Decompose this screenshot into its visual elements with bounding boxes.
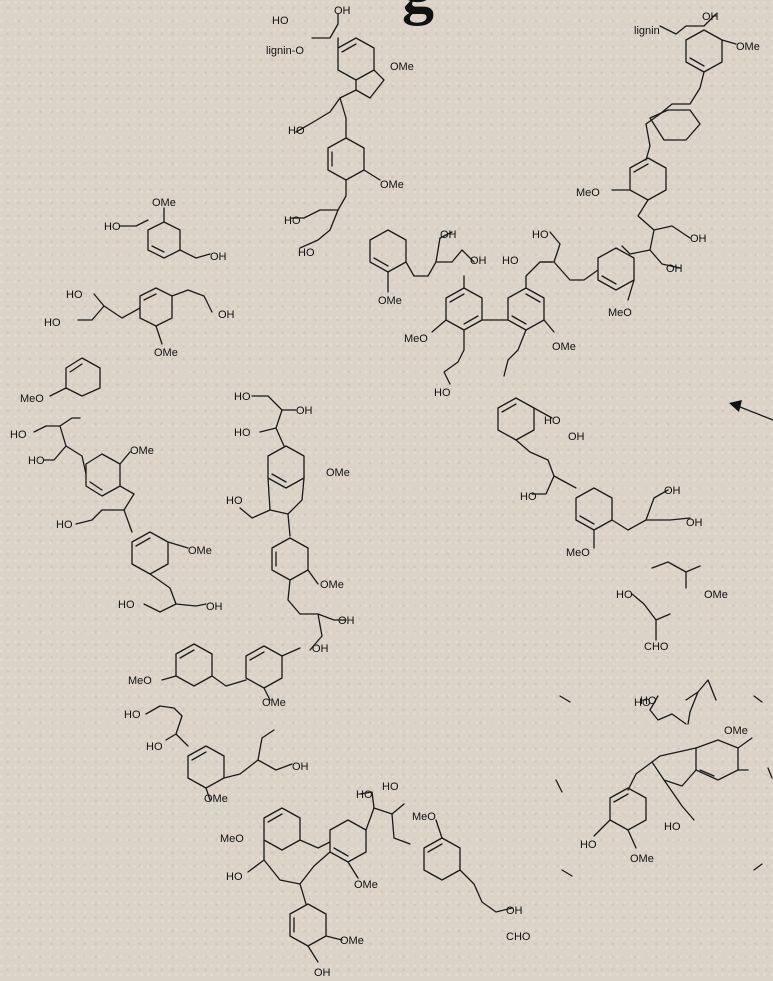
unit-right-center (539, 231, 635, 301)
label-ome: OMe (154, 347, 178, 359)
label-ome: OMe (262, 697, 286, 709)
label-ome: OMe (380, 179, 404, 191)
label-oh: OH (470, 255, 487, 267)
label-ho: HO (146, 741, 163, 753)
label-ho: HO (288, 125, 305, 137)
label-meo: MeO (220, 833, 244, 845)
label-ome: OMe (130, 445, 154, 457)
label-meo: MeO (404, 333, 428, 345)
unit-top-right (611, 13, 737, 269)
label-oh: OH (664, 485, 681, 497)
label-ho: HO (28, 455, 45, 467)
label-ome: OMe (704, 589, 728, 601)
label-ho: HO (124, 709, 141, 721)
unit-center-biphenyl (369, 229, 555, 385)
label-ome: OMe (320, 579, 344, 591)
unit-middle-lower (497, 397, 691, 549)
label-oh: OH (338, 615, 355, 627)
label-ome: OMe (326, 467, 350, 479)
arrow-icon (729, 400, 773, 421)
unit-left-middle (33, 417, 207, 613)
label-ome: OMe (552, 341, 576, 353)
label-meo: MeO (128, 675, 152, 687)
label-ho: HO (226, 495, 243, 507)
label-oh: OH (690, 233, 707, 245)
label-cho: CHO (644, 641, 669, 653)
label-ome: OMe (204, 793, 228, 805)
label-oh: OH (296, 405, 313, 417)
label-ome: OMe (354, 879, 378, 891)
label-oh: OH (206, 601, 223, 613)
label-oh: OH (702, 11, 719, 23)
label-ome: OMe (152, 197, 176, 209)
label-ho: HO (298, 247, 315, 259)
label-ome: OMe (188, 545, 212, 557)
label-meo: MeO (412, 811, 436, 823)
label-oh: OH (506, 905, 523, 917)
label-oh: OH (312, 643, 329, 655)
label-ho: HO (10, 429, 27, 441)
label-oh: OH (686, 517, 703, 529)
label-ho: HO (284, 215, 301, 227)
label-ho: HO (502, 255, 519, 267)
label-oh: OH (568, 431, 585, 443)
label-ho: HO (664, 821, 681, 833)
unit-center-left (239, 395, 347, 651)
unit-lower-left (145, 643, 301, 801)
atom-labels: OH HO lignin-O OMe HO OMe HO HO OH OH HO… (10, 5, 760, 979)
label-ho: HO (226, 871, 243, 883)
label-oh: OH (440, 229, 457, 241)
label-ho: HO (66, 289, 83, 301)
label-ho: HO (520, 491, 537, 503)
label-ho: HO (234, 427, 251, 439)
label-ho: HO (634, 697, 651, 709)
label-ho: HO (382, 781, 399, 793)
label-meo: MeO (20, 393, 44, 405)
label-ome: OMe (630, 853, 654, 865)
unit-top-center (289, 13, 385, 249)
label-ho: HO (356, 789, 373, 801)
label-lignin: lignin (634, 25, 660, 37)
label-ho: HO (616, 589, 633, 601)
label-ho: HO (234, 391, 251, 403)
label-ho: HO (272, 15, 289, 27)
label-ho: HO (532, 229, 549, 241)
unit-left-upper (49, 207, 213, 397)
unit-bottom-center (247, 791, 513, 963)
label-meo: MeO (566, 547, 590, 559)
label-oh: OH (334, 5, 351, 17)
label-oh: OH (218, 309, 235, 321)
label-ho: HO (44, 317, 61, 329)
label-ome: OMe (378, 295, 402, 307)
label-ho: HO (104, 221, 121, 233)
label-ome: OMe (736, 41, 760, 53)
label-oh: OH (666, 263, 683, 275)
unit-right-lower (555, 561, 773, 877)
label-ome: OMe (390, 61, 414, 73)
label-ome: OMe (724, 725, 748, 737)
label-oh: OH (292, 761, 309, 773)
label-ho: HO (118, 599, 135, 611)
label-ho: HO (640, 695, 657, 707)
title-fragment: g (402, 0, 434, 26)
label-lignin-o: lignin-O (266, 45, 304, 57)
label-ho: HO (56, 519, 73, 531)
label-ho: HO (434, 387, 451, 399)
label-oh: OH (210, 251, 227, 263)
label-ho: HO (580, 839, 597, 851)
label-ome: OMe (340, 935, 364, 947)
label-cho: CHO (506, 931, 531, 943)
label-meo: MeO (576, 187, 600, 199)
label-oh: OH (314, 967, 331, 979)
label-ho: HO (544, 415, 561, 427)
label-meo: MeO (608, 307, 632, 319)
